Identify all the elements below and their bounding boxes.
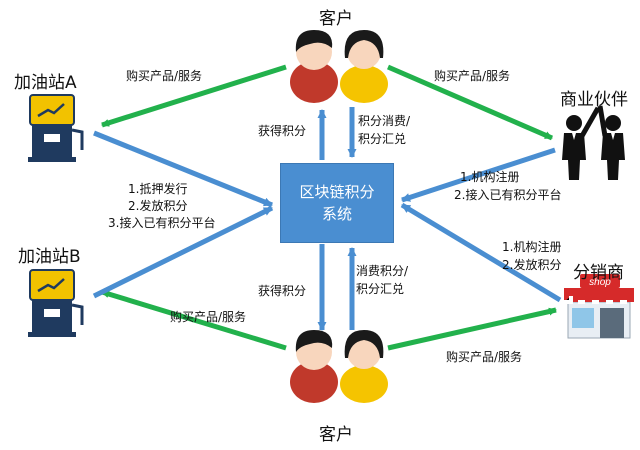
label-buy-top-left: 购买产品/服务: [126, 69, 203, 83]
label-partner-step-1: 1.机构注册: [460, 170, 520, 184]
label-station-step-2: 2.发放积分: [128, 199, 188, 213]
customer-bottom-label: 客户: [319, 425, 353, 445]
shop-sign: shop: [589, 277, 611, 288]
station-b-label: 加油站B: [18, 247, 81, 267]
arrow-partner-to-system: [401, 147, 556, 203]
center-title-line1: 区块链积分: [299, 183, 375, 201]
arrow-customer-to-station-b: [101, 289, 287, 351]
customer-bottom-icon: [290, 330, 388, 403]
arrow-station-a-to-system: [93, 130, 273, 208]
label-redeem-top-1: 积分消费/: [358, 114, 411, 128]
label-earn-bottom: 获得积分: [258, 284, 307, 298]
gas-pump-icon: [28, 94, 84, 162]
label-buy-bottom-left: 购买产品/服务: [170, 310, 247, 324]
arrow-customer-to-partner: [387, 64, 553, 141]
business-partner-icon: [562, 105, 625, 180]
arrow-customer-to-distributor: [387, 307, 557, 351]
label-station-step-1: 1.抵押发行: [128, 182, 188, 196]
label-redeem-bottom-2: 积分汇兑: [356, 282, 405, 296]
partner-label: 商业伙伴: [560, 90, 628, 110]
label-station-step-3: 3.接入已有积分平台: [108, 216, 216, 230]
blockchain-points-system: 区块链积分 系统: [280, 163, 394, 243]
gas-pump-icon: [28, 269, 84, 337]
label-redeem-bottom-1: 消费积分/: [356, 264, 409, 278]
label-earn-top: 获得积分: [258, 124, 307, 138]
label-redeem-top-2: 积分汇兑: [358, 132, 407, 146]
customer-top-label: 客户: [319, 9, 353, 29]
customer-top-icon: [290, 30, 388, 103]
label-partner-step-2: 2.接入已有积分平台: [454, 188, 562, 202]
arrow-customer-to-station-a: [101, 64, 287, 128]
shop-icon: shop: [564, 274, 634, 339]
distributor-label: 分销商: [573, 263, 624, 283]
label-distributor-step-2: 2.发放积分: [502, 258, 562, 272]
center-title-line2: 系统: [321, 205, 352, 223]
label-buy-top-right: 购买产品/服务: [434, 69, 511, 83]
station-a-label: 加油站A: [14, 73, 77, 93]
arrow-station-b-to-system: [92, 205, 274, 299]
label-buy-bottom-right: 购买产品/服务: [446, 350, 523, 364]
label-distributor-step-1: 1.机构注册: [502, 240, 562, 254]
arrow-distributor-to-system: [400, 202, 562, 303]
